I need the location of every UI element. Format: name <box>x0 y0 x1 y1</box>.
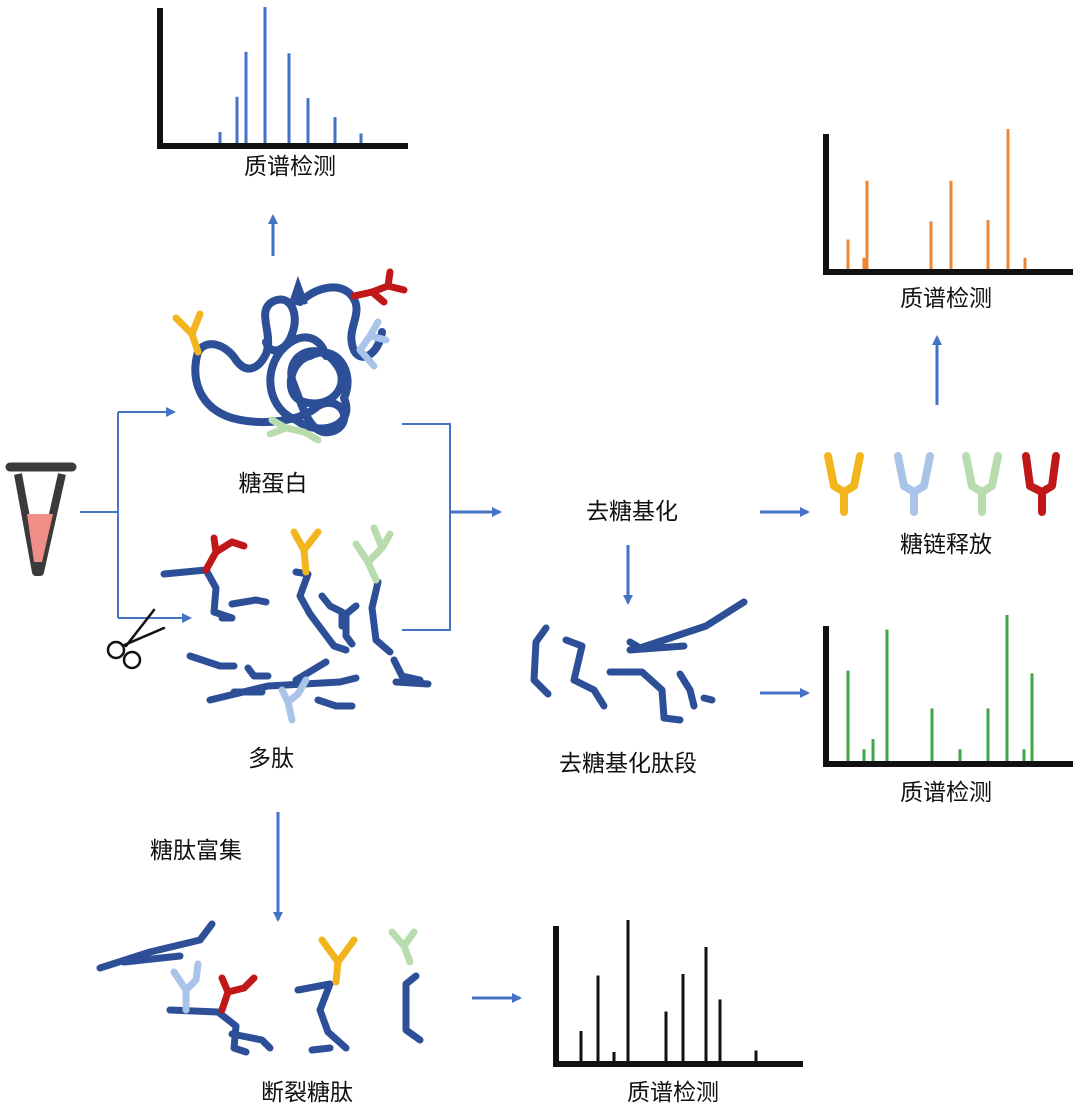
spectrum-peak <box>846 670 850 761</box>
spectrum-bottom <box>553 920 803 1067</box>
spectrum-peak <box>865 180 869 269</box>
released-glycans <box>824 452 1060 516</box>
label-glycan-release: 糖链释放 <box>900 532 992 558</box>
scissors-icon <box>106 608 166 670</box>
spectrum-right-top-bars <box>846 129 1027 269</box>
polypeptide-fragments <box>160 524 432 724</box>
spectrum-peak <box>306 98 310 143</box>
spectrum-top <box>157 7 408 149</box>
spectrum-peak <box>986 708 990 761</box>
deglycosylated-peptides <box>530 598 748 724</box>
spectrum-peak <box>244 51 248 143</box>
sample-tube-icon <box>5 462 77 576</box>
label-polypeptide: 多肽 <box>248 746 294 772</box>
spectrum-peak <box>218 132 222 143</box>
label-fragmented-glycopeptide: 断裂糖肽 <box>261 1080 353 1106</box>
spectrum-peak <box>1005 615 1009 761</box>
spectrum-peak <box>596 975 600 1061</box>
label-ms-top: 质谱检测 <box>244 154 336 180</box>
spectrum-peak <box>1023 257 1027 269</box>
spectrum-peak <box>718 999 722 1061</box>
spectrum-peak <box>681 974 685 1061</box>
spectrum-peak <box>263 7 267 143</box>
spectrum-peak <box>1022 749 1026 761</box>
spectrum-peak <box>871 739 875 761</box>
spectrum-peak <box>287 53 291 143</box>
fragmented-glycopeptides <box>96 920 424 1056</box>
spectrum-peak <box>1006 129 1010 269</box>
spectrum-right-mid-bars <box>846 615 1034 761</box>
spectrum-peak <box>235 96 239 143</box>
label-ms-right-mid: 质谱检测 <box>900 780 992 806</box>
spectrum-peak <box>958 749 962 761</box>
glycoprotein-structure <box>172 268 408 444</box>
label-deglycosylated-peptide: 去糖基化肽段 <box>559 751 697 777</box>
label-glycoprotein: 糖蛋白 <box>239 471 308 497</box>
flow-connectors <box>80 214 942 1003</box>
spectrum-top-bars <box>218 7 363 143</box>
spectrum-peak <box>986 220 990 269</box>
label-glycopeptide-enrichment: 糖肽富集 <box>150 838 242 864</box>
spectrum-peak <box>579 1031 583 1061</box>
spectrum-peak <box>862 749 866 761</box>
spectrum-peak <box>626 920 630 1061</box>
spectrum-peak <box>612 1052 616 1061</box>
label-ms-right-top: 质谱检测 <box>900 286 992 312</box>
spectrum-peak <box>930 708 934 761</box>
spectrum-peak <box>929 221 933 269</box>
spectrum-peak <box>359 133 363 143</box>
spectrum-bottom-bars <box>579 920 758 1061</box>
label-ms-bottom: 质谱检测 <box>627 1080 719 1106</box>
spectrum-peak <box>333 117 337 143</box>
spectrum-peak <box>754 1050 758 1061</box>
spectrum-peak <box>704 947 708 1061</box>
spectrum-peak <box>1030 673 1034 761</box>
spectrum-right-mid <box>823 615 1073 767</box>
spectrum-peak <box>664 1011 668 1061</box>
spectrum-right-top <box>823 129 1073 275</box>
spectrum-peak <box>949 180 953 269</box>
spectrum-peak <box>846 239 850 269</box>
label-deglycosylation: 去糖基化 <box>586 499 678 525</box>
spectrum-peak <box>885 629 889 761</box>
spectrum-peak <box>862 257 866 269</box>
